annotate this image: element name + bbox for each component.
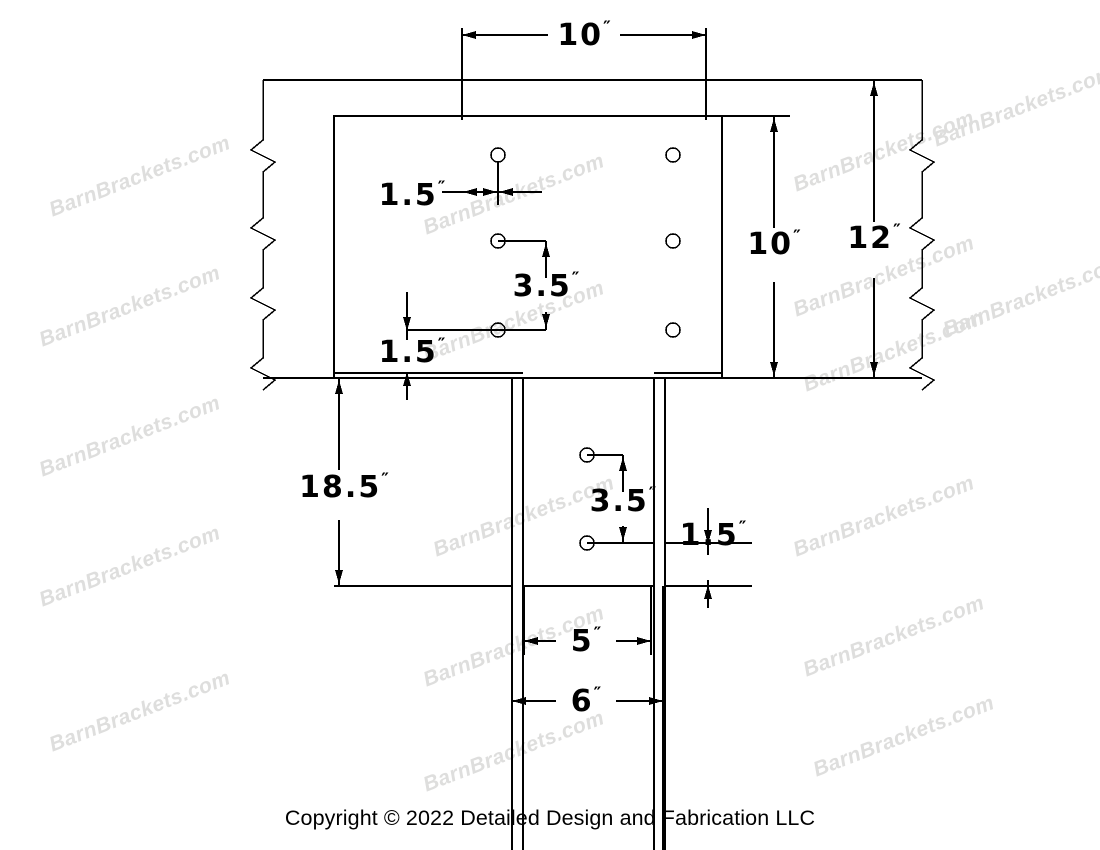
arrowheads-leg-length (335, 380, 343, 584)
dimension-top-width (461, 28, 707, 120)
dimension-label-top-width: 10″ (557, 18, 611, 53)
dimension-labels: 10″ 10″ 12″ 1.5″ 3.5″ 1.5″ 18.5″ 3.5″ 1.5″ 5″ 6″ (299, 18, 901, 719)
plate-bolt-holes (490, 147, 681, 338)
arrowheads-post-height (870, 82, 878, 376)
dimension-label-hole-spacing-upper: 3.5″ (513, 269, 580, 304)
bracket-leg-right (653, 372, 722, 850)
dimension-label-inner-leg-width: 5″ (571, 624, 602, 659)
arrowheads-inner-leg-width (524, 637, 651, 645)
dimension-label-leg-length: 18.5″ (299, 470, 389, 505)
dimension-label-leg-hole-spacing: 3.5″ (590, 484, 657, 519)
dimension-label-plate-height: 10″ (747, 227, 801, 262)
arrowheads-leg-hole-spacing (619, 457, 627, 541)
arrowheads-hole-spacing-plate (542, 243, 550, 328)
arrowheads-plate-height (770, 118, 778, 376)
arrowheads-leg-hole-edge (704, 530, 712, 599)
dimension-hole-edge-top (442, 162, 542, 205)
bracket-leg-left (334, 372, 524, 850)
arrowheads-top-width (462, 31, 706, 39)
dimension-label-post-height: 12″ (847, 221, 901, 256)
dimension-label-outer-leg-width: 6″ (571, 684, 602, 719)
copyright-notice: Copyright © 2022 Detailed Design and Fab… (284, 806, 816, 830)
bracket-plate-outline (333, 115, 723, 379)
break-line-right (908, 80, 936, 391)
dimension-label-hole-edge-bottom: 1.5″ (379, 335, 446, 370)
break-line-left (249, 80, 277, 391)
dimension-label-hole-edge-top: 1.5″ (379, 178, 446, 213)
arrowheads-outer-leg-width (512, 697, 663, 705)
timber-post-outline (263, 79, 922, 379)
arrowheads-hole-edge-bottom (403, 317, 411, 386)
arrowheads-hole-edge-top (463, 188, 513, 196)
dimension-label-leg-hole-edge: 1.5″ (680, 518, 747, 553)
